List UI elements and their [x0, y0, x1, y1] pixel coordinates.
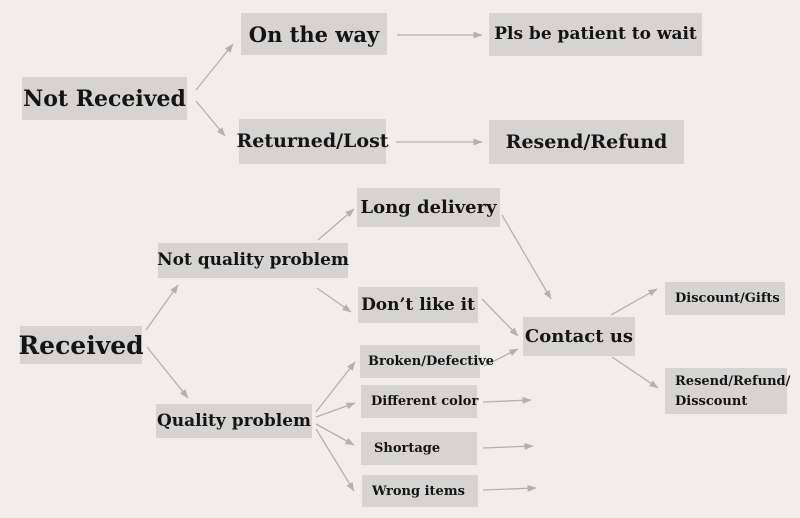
node-wrong-items: Wrong items [362, 475, 478, 507]
edge-different-color-contact-us [482, 396, 532, 404]
edge-not-received-returned-lost [195, 100, 226, 137]
node-dont-like-it: Don’t like it [358, 287, 478, 323]
node-contact-us: Contact us [523, 317, 635, 356]
node-not-quality-problem: Not quality problem [157, 243, 349, 278]
node-pls-be-patient-to-wait: Pls be patient to wait [489, 13, 702, 56]
edge-wrong-items-contact-us [482, 484, 537, 492]
edge-received-quality-problem [146, 346, 189, 399]
edge-not-quality-problem-long-delivery [317, 208, 355, 241]
node-different-color: Different color [361, 385, 478, 418]
edge-shortage-contact-us [482, 442, 534, 450]
edge-contact-us-resend-refund-disscount [611, 356, 659, 389]
node-quality-problem: Quality problem [156, 404, 312, 438]
node-returned-lost: Returned/Lost [236, 119, 389, 164]
edge-not-quality-problem-dont-like-it [316, 287, 352, 313]
node-not-received: Not Received [22, 77, 187, 120]
edge-long-delivery-contact-us [501, 214, 552, 300]
edge-quality-problem-shortage [315, 423, 355, 446]
node-resend-refund: Resend/Refund [489, 120, 684, 164]
edge-quality-problem-broken-defective [315, 361, 356, 413]
edge-received-not-quality-problem [145, 284, 179, 331]
node-broken-defective: Broken/Defective [360, 345, 494, 378]
node-on-the-way: On the way [241, 13, 387, 55]
edge-contact-us-discount-gifts [610, 288, 658, 316]
node-discount-gifts: Discount/Gifts [665, 282, 785, 315]
edge-broken-defective-contact-us [483, 348, 519, 367]
node-shortage: Shortage [361, 432, 477, 465]
node-resend-refund-disscount-line2: Disscount [675, 393, 748, 409]
node-long-delivery: Long delivery [357, 188, 500, 227]
edge-quality-problem-wrong-items [315, 428, 355, 492]
node-resend-refund-disscount: Resend/Refund/ Disscount [665, 368, 791, 414]
edge-dont-like-it-contact-us [481, 298, 519, 337]
edge-not-received-on-the-way [195, 43, 234, 91]
node-resend-refund-disscount-line1: Resend/Refund/ [675, 373, 791, 389]
node-received: Received [18, 326, 144, 364]
edge-quality-problem-different-color [315, 402, 356, 418]
